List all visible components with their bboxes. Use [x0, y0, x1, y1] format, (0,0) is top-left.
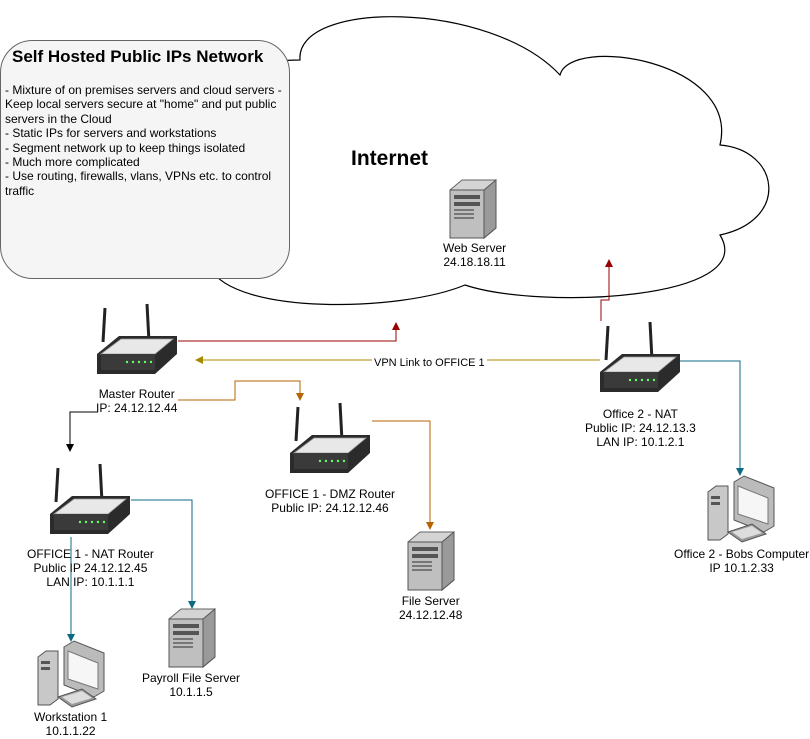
master-to-nat-link — [66, 411, 98, 452]
office2-to-internet-link — [600, 259, 613, 321]
payroll-server-icon — [168, 608, 216, 668]
office1-dmz-router-icon — [288, 401, 372, 475]
master-router-ip: IP: 24.12.12.44 — [96, 401, 178, 415]
web-server-name: Web Server — [443, 241, 507, 255]
notes-line: - Static IPs for servers and workstation… — [5, 126, 217, 141]
master-router-label: Master Router IP: 24.12.12.44 — [96, 387, 177, 415]
web-server-ip: 24.18.18.11 — [443, 255, 506, 269]
payroll-server-ip: 10.1.1.5 — [169, 685, 213, 699]
master-to-internet-link — [178, 322, 400, 342]
office1-nat-lan-ip: LAN IP: 10.1.1.1 — [46, 575, 135, 589]
web-server-icon — [449, 179, 497, 239]
file-server-icon — [407, 531, 455, 591]
master-to-dmz-link — [178, 380, 304, 401]
master-router-icon — [95, 302, 179, 376]
notes-list: - Mixture of on premises servers and clo… — [5, 83, 287, 198]
bobs-computer-icon — [707, 475, 775, 543]
office2-to-bobs-link — [680, 360, 744, 476]
notes-box — [0, 40, 290, 279]
nat-to-payroll-link — [131, 499, 196, 609]
notes-line: - Use routing, firewalls, vlans, VPNs et… — [5, 169, 272, 198]
office1-nat-name: OFFICE 1 - NAT Router — [27, 547, 154, 561]
office2-nat-lan-ip: LAN IP: 10.1.2.1 — [596, 435, 685, 449]
workstation-label: Workstation 1 10.1.1.22 — [34, 710, 107, 738]
office2-nat-name: Office 2 - NAT — [602, 407, 678, 421]
office2-nat-public-ip: Public IP: 24.12.13.3 — [585, 421, 696, 435]
file-server-label: File Server 24.12.12.48 — [399, 594, 462, 622]
web-server-label: Web Server 24.18.18.11 — [443, 241, 506, 269]
office1-nat-public-ip: Public IP 24.12.12.45 — [33, 561, 148, 575]
notes-line: - Segment network up to keep things isol… — [5, 140, 246, 155]
workstation-icon — [37, 640, 105, 708]
dmz-to-fileserver-link — [372, 420, 434, 530]
office1-dmz-label: OFFICE 1 - DMZ Router Public IP: 24.12.1… — [265, 487, 395, 515]
file-server-ip: 24.12.12.48 — [399, 608, 463, 622]
bobs-computer-name: Office 2 - Bobs Computer — [674, 547, 810, 561]
notes-line: Keep local servers secure at "home" and … — [5, 97, 277, 126]
office1-dmz-public-ip: Public IP: 24.12.12.46 — [271, 501, 389, 515]
master-router-name: Master Router — [98, 387, 175, 401]
payroll-server-label: Payroll File Server 10.1.1.5 — [142, 671, 240, 699]
office1-dmz-name: OFFICE 1 - DMZ Router — [265, 487, 396, 501]
bobs-computer-ip: IP 10.1.2.33 — [709, 561, 774, 575]
office1-nat-label: OFFICE 1 - NAT Router Public IP 24.12.12… — [27, 547, 154, 589]
office2-nat-label: Office 2 - NAT Public IP: 24.12.13.3 LAN… — [585, 407, 696, 449]
payroll-server-name: Payroll File Server — [142, 671, 241, 685]
file-server-name: File Server — [401, 594, 460, 608]
internet-label: Internet — [351, 147, 429, 170]
vpn-link-label: VPN Link to OFFICE 1 — [372, 357, 487, 369]
notes-line: - Mixture of on premises servers and clo… — [5, 83, 282, 97]
notes-line: - Much more complicated — [5, 155, 140, 170]
office2-nat-router-icon — [598, 320, 682, 394]
notes-title: Self Hosted Public IPs Network — [12, 47, 264, 66]
bobs-computer-label: Office 2 - Bobs Computer IP 10.1.2.33 — [674, 547, 809, 575]
workstation-name: Workstation 1 — [34, 710, 108, 724]
office1-nat-router-icon — [48, 462, 132, 536]
workstation-ip: 10.1.1.22 — [45, 724, 96, 738]
